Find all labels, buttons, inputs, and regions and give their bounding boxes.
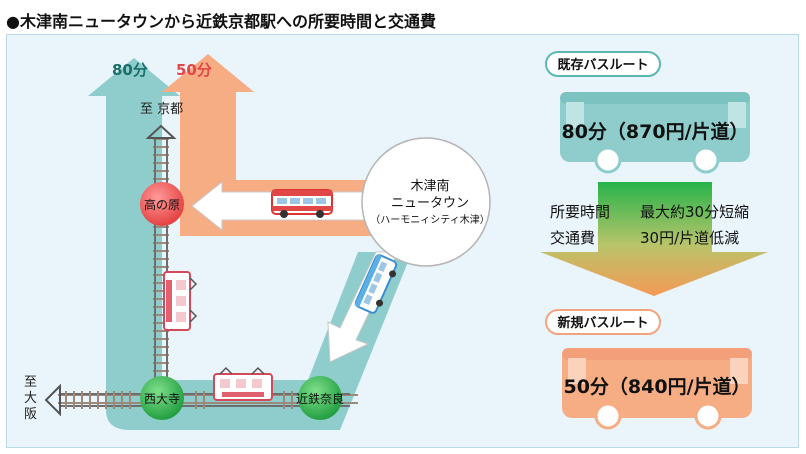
new-route-panel — [545, 309, 752, 430]
existing-route-detail: 80分（870円/片道） — [561, 120, 748, 143]
station-label-kintetsu-nara: 近鉄奈良 — [296, 391, 344, 406]
station-takanohara — [140, 182, 184, 226]
station-label-takanohara: 高の原 — [144, 197, 180, 212]
destination-osaka-2: 大 — [24, 391, 37, 406]
destination-osaka-1: 至 — [24, 375, 37, 390]
destination-kyoto: 至 京都 — [140, 102, 183, 117]
station-label-saidaiji: 西大寺 — [144, 392, 180, 406]
new-route-detail: 50分（840円/片道） — [563, 375, 750, 398]
fare-value: 30円/片道低減 — [640, 229, 739, 247]
origin-bubble — [361, 137, 491, 267]
existing-route-label: 既存バスルート — [557, 57, 648, 73]
destination-osaka-3: 阪 — [24, 407, 37, 422]
train-horizontal-icon — [213, 366, 273, 401]
existing-route-panel — [545, 51, 750, 174]
station-saidaiji — [140, 376, 184, 420]
red-bus-icon — [271, 189, 333, 218]
origin-line-3: （ハーモニィシティ木津） — [370, 214, 489, 226]
time-value: 最大約30分短縮 — [640, 203, 749, 221]
blue-bus-icon — [354, 253, 398, 314]
origin-line-1: 木津南 — [410, 178, 449, 194]
new-route-label: 新規バスルート — [557, 315, 648, 331]
train-vertical-icon — [163, 271, 198, 331]
time-label: 所要時間 — [550, 203, 610, 221]
comparison-arrow — [540, 182, 768, 296]
page-title: ●木津南ニュータウンから近鉄京都駅への所要時間と交通費 — [6, 12, 436, 31]
rail-line-horizontal — [44, 383, 358, 417]
origin-line-2: ニュータウン — [391, 196, 469, 211]
existing-time-label: 80分 — [112, 61, 148, 79]
station-kintetsu-nara — [298, 376, 342, 420]
new-time-label: 50分 — [176, 61, 212, 79]
fare-label: 交通費 — [550, 229, 595, 247]
